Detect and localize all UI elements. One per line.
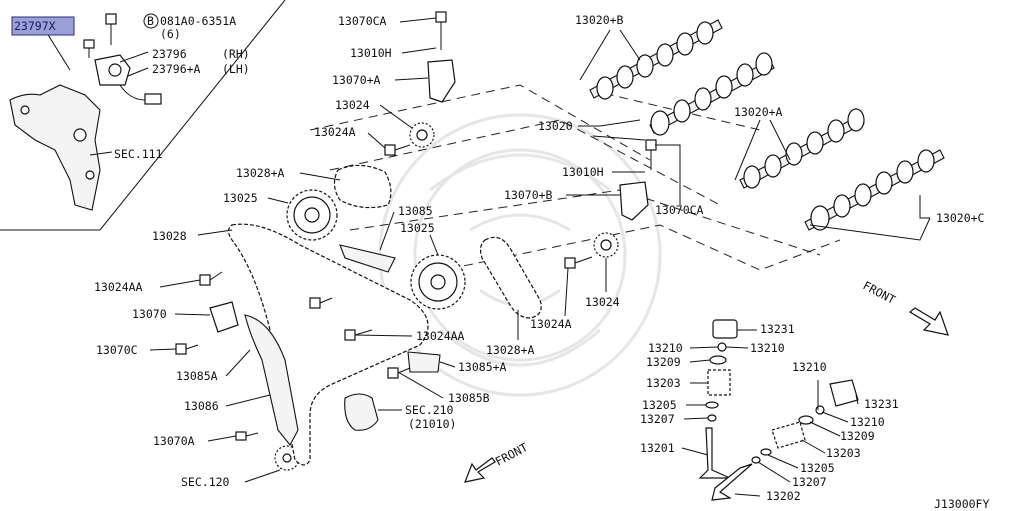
chain-13028-main (227, 223, 429, 466)
camshaft-13020a (739, 108, 865, 189)
label-13024aa-mid[interactable]: 13024AA (416, 329, 465, 343)
label-13028a-low[interactable]: 13028+A (486, 343, 535, 357)
tensioner-13070b (619, 181, 649, 221)
label-bolt-qty: (6) (160, 27, 181, 41)
label-13024a-low[interactable]: 13024A (530, 317, 572, 331)
label-13205-b[interactable]: 13205 (800, 461, 835, 475)
label-13085b[interactable]: 13085B (448, 391, 490, 405)
label-13024a-top[interactable]: 13024A (314, 125, 356, 139)
front-arrow-right-icon (908, 307, 949, 336)
label-13210-b1[interactable]: 13210 (792, 360, 827, 374)
label-13085[interactable]: 13085 (398, 204, 433, 218)
label-sec210[interactable]: SEC.210 (405, 403, 454, 417)
tensioner-13070 (209, 301, 239, 333)
label-13205-a[interactable]: 13205 (642, 398, 677, 412)
label-13202[interactable]: 13202 (766, 489, 801, 503)
label-13085a-plus[interactable]: 13085+A (458, 360, 507, 374)
label-13024[interactable]: 13024 (335, 98, 370, 112)
label-13210-b2[interactable]: 13210 (850, 415, 885, 429)
valve-parts-left (698, 319, 738, 479)
label-13070a-low[interactable]: 13070A (153, 434, 195, 448)
label-23797x[interactable]: 23797X (14, 19, 56, 33)
label-13070c[interactable]: 13070C (96, 343, 138, 357)
sprocket-13024-low (593, 232, 619, 258)
label-13020b[interactable]: 13020+B (575, 13, 624, 27)
chain-13028a-low (479, 236, 542, 319)
label-13024aa-left[interactable]: 13024AA (94, 280, 143, 294)
label-13020c[interactable]: 13020+C (936, 211, 985, 225)
label-13070[interactable]: 13070 (132, 307, 167, 321)
label-13086[interactable]: 13086 (184, 399, 219, 413)
bolts (175, 11, 657, 441)
label-13010h-top[interactable]: 13010H (350, 46, 392, 60)
valve-parts-right (711, 379, 859, 501)
label-front-right: FRONT (861, 278, 898, 307)
label-13070ca-mid[interactable]: 13070CA (655, 203, 704, 217)
label-13231-a[interactable]: 13231 (760, 322, 795, 336)
label-sec210-sub: (21010) (408, 417, 456, 431)
camshaft-13020c (804, 149, 945, 231)
label-23796a[interactable]: 23796+A (152, 62, 201, 76)
label-23796[interactable]: 23796 (152, 47, 187, 61)
sprocket-13025-left (286, 189, 338, 241)
label-13209-b[interactable]: 13209 (840, 429, 875, 443)
label-13085a[interactable]: 13085A (176, 369, 218, 383)
label-23796a-lh: (LH) (222, 62, 250, 76)
label-13210-a1[interactable]: 13210 (648, 341, 683, 355)
label-13231-b[interactable]: 13231 (864, 397, 899, 411)
chain-13028a-top (333, 164, 392, 209)
chain-guide-13085 (339, 244, 396, 273)
highlight-box (11, 16, 75, 36)
tensioner-13070a-top (427, 59, 456, 103)
sprocket-13025-mid (410, 254, 466, 310)
label-13209-a[interactable]: 13209 (646, 355, 681, 369)
label-13020a[interactable]: 13020+A (734, 105, 783, 119)
leader-lines (44, 17, 931, 497)
label-13201[interactable]: 13201 (640, 441, 675, 455)
diagram-code: J13000FY (934, 497, 989, 511)
label-13025-mid[interactable]: 13025 (400, 221, 435, 235)
label-13070a-top[interactable]: 13070+A (332, 73, 381, 87)
label-13070ca-top[interactable]: 13070CA (338, 14, 387, 28)
sec210-pump (344, 393, 379, 431)
label-front-left: FRONT (493, 440, 530, 469)
chain-guide-13085a (244, 314, 299, 446)
label-13070b[interactable]: 13070+B (504, 188, 553, 202)
label-13207-b[interactable]: 13207 (792, 475, 827, 489)
label-sec120[interactable]: SEC.120 (181, 475, 230, 489)
label-bolt-code[interactable]: 081A0-6351A (160, 14, 236, 28)
chain-guide-13085a-plus (407, 351, 441, 373)
label-13203-b[interactable]: 13203 (826, 446, 861, 460)
label-bolt-circle: B (147, 14, 154, 28)
bolt-circle-marker (143, 13, 159, 29)
label-13025-left[interactable]: 13025 (223, 191, 258, 205)
label-13210-a2[interactable]: 13210 (750, 341, 785, 355)
label-13207-a[interactable]: 13207 (640, 412, 675, 426)
inset-part-group (9, 13, 162, 211)
label-sec111[interactable]: SEC.111 (114, 147, 163, 161)
label-13028a-top[interactable]: 13028+A (236, 166, 285, 180)
camshaft-13020b (589, 19, 723, 100)
inset-border (0, 0, 286, 231)
label-13024-low[interactable]: 13024 (585, 295, 620, 309)
camshaft-13020 (649, 52, 775, 136)
label-13020[interactable]: 13020 (538, 119, 573, 133)
label-13028[interactable]: 13028 (152, 229, 187, 243)
label-13203-a[interactable]: 13203 (646, 376, 681, 390)
sprocket-13024-top (409, 122, 435, 148)
front-cover-bracket (9, 84, 101, 211)
label-23796-rh: (RH) (222, 47, 250, 61)
label-13010h-mid[interactable]: 13010H (562, 165, 604, 179)
front-arrow-left-icon (464, 457, 496, 483)
